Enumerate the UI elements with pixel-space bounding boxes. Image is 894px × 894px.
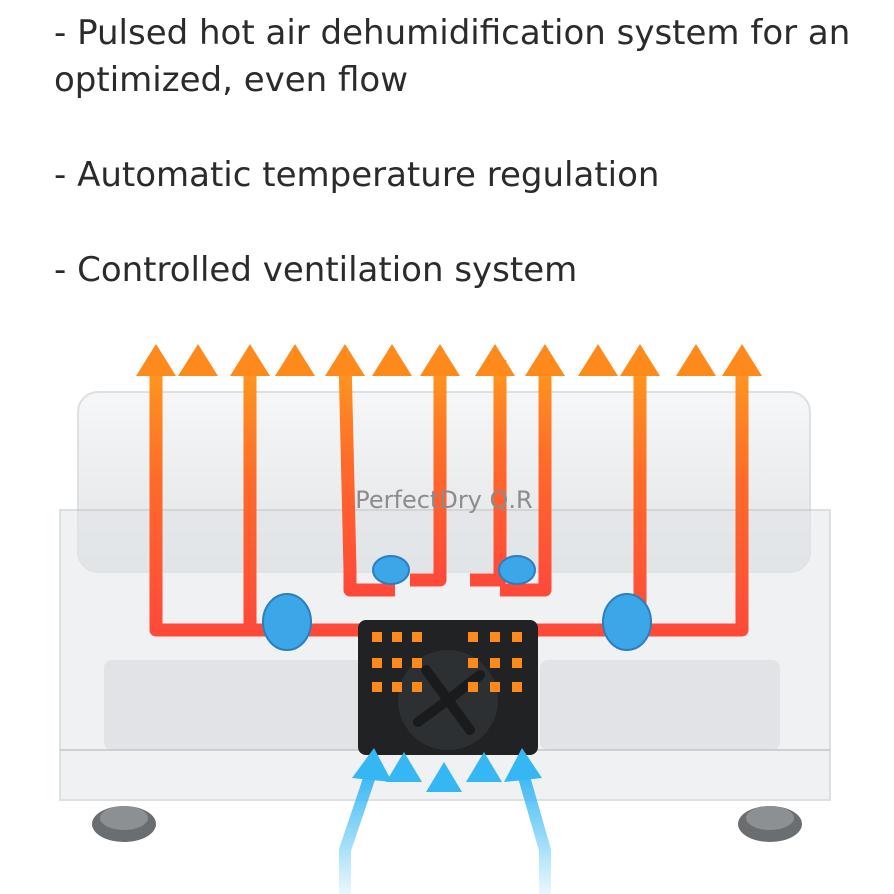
- hot-air-arrow-icon: [578, 344, 618, 376]
- feature-ventilation: - Controlled ventilation system: [54, 250, 578, 290]
- cool-air-arrows: [339, 768, 551, 894]
- hot-air-arrow-icon: [420, 344, 460, 376]
- feature-pulsed-hot-air: - Pulsed hot air dehumidification system…: [54, 13, 851, 100]
- hot-air-arrow-icon: [178, 344, 218, 376]
- cool-air-arrow-icon: [386, 752, 422, 782]
- cool-air-arrowheads: [352, 748, 542, 792]
- hot-air-arrow-icon: [136, 344, 176, 376]
- hot-air-arrow-icon: [722, 344, 762, 376]
- feature-list: - Pulsed hot air dehumidification system…: [54, 10, 884, 342]
- cool-air-arrow-icon: [426, 762, 462, 792]
- hot-air-arrow-icon: [620, 344, 660, 376]
- heater-grid-icon: [372, 632, 522, 692]
- hot-air-arrow-icon: [525, 344, 565, 376]
- cool-air-arrow-icon: [352, 748, 392, 782]
- feature-temperature-regulation: - Automatic temperature regulation: [54, 155, 660, 195]
- hot-air-arrow-icon: [372, 344, 412, 376]
- hot-air-arrow-icon: [325, 344, 365, 376]
- fan-unit: [358, 620, 538, 755]
- brand-label: PerfectDry Q.R: [355, 486, 532, 514]
- cool-air-arrow-icon: [466, 752, 502, 782]
- hot-air-arrow-icon: [275, 344, 315, 376]
- sensor-bulbs: [262, 555, 652, 651]
- cool-air-arrow-icon: [504, 748, 542, 782]
- hot-air-arrow-icon: [676, 344, 716, 376]
- hot-air-arrowheads: [136, 344, 762, 376]
- device-illustration: PerfectDry Q.R: [0, 330, 894, 894]
- hot-air-arrow-icon: [230, 344, 270, 376]
- hot-air-arrow-icon: [475, 344, 515, 376]
